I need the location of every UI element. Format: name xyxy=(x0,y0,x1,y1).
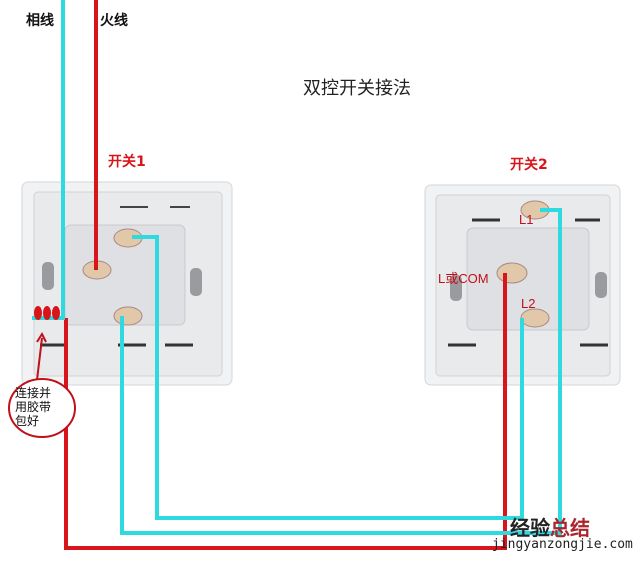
note-circle xyxy=(8,378,76,438)
splice-note-line: 连接并 xyxy=(15,386,52,400)
red-wire-load xyxy=(64,273,507,550)
cyan-wire-traveler2 xyxy=(120,208,562,535)
switch2-plate xyxy=(424,184,621,386)
watermark-brand-red: 总结 xyxy=(550,516,590,540)
watermark-brand-black: 经验 xyxy=(510,516,550,540)
pointer-arrow xyxy=(36,331,47,381)
splice-note-line: 包好 xyxy=(15,414,40,428)
live-wire-label: 火线 xyxy=(100,13,128,29)
cyan-wire-traveler1 xyxy=(132,235,524,520)
cyan-wire-phase xyxy=(32,0,65,320)
terminal-l2-label: L2 xyxy=(521,296,536,311)
watermark-brand: 经验总结 xyxy=(510,512,590,541)
diagram-title: 双控开关接法 xyxy=(303,78,411,99)
switch2-label: 开关2 xyxy=(510,157,548,173)
terminal-com-label: L或COM xyxy=(438,271,489,286)
terminal-l1-label: L1 xyxy=(519,212,534,227)
splice-note-line: 用胶带 xyxy=(15,400,52,414)
splice-note: 连接并 用胶带 包好 xyxy=(15,386,51,428)
splice-marks xyxy=(34,306,60,320)
phase-wire-label: 相线 xyxy=(26,13,54,29)
switch1-plate xyxy=(21,181,233,386)
watermark-url: jingyanzongjie.com xyxy=(492,537,633,552)
switch1-label: 开关1 xyxy=(108,154,146,170)
